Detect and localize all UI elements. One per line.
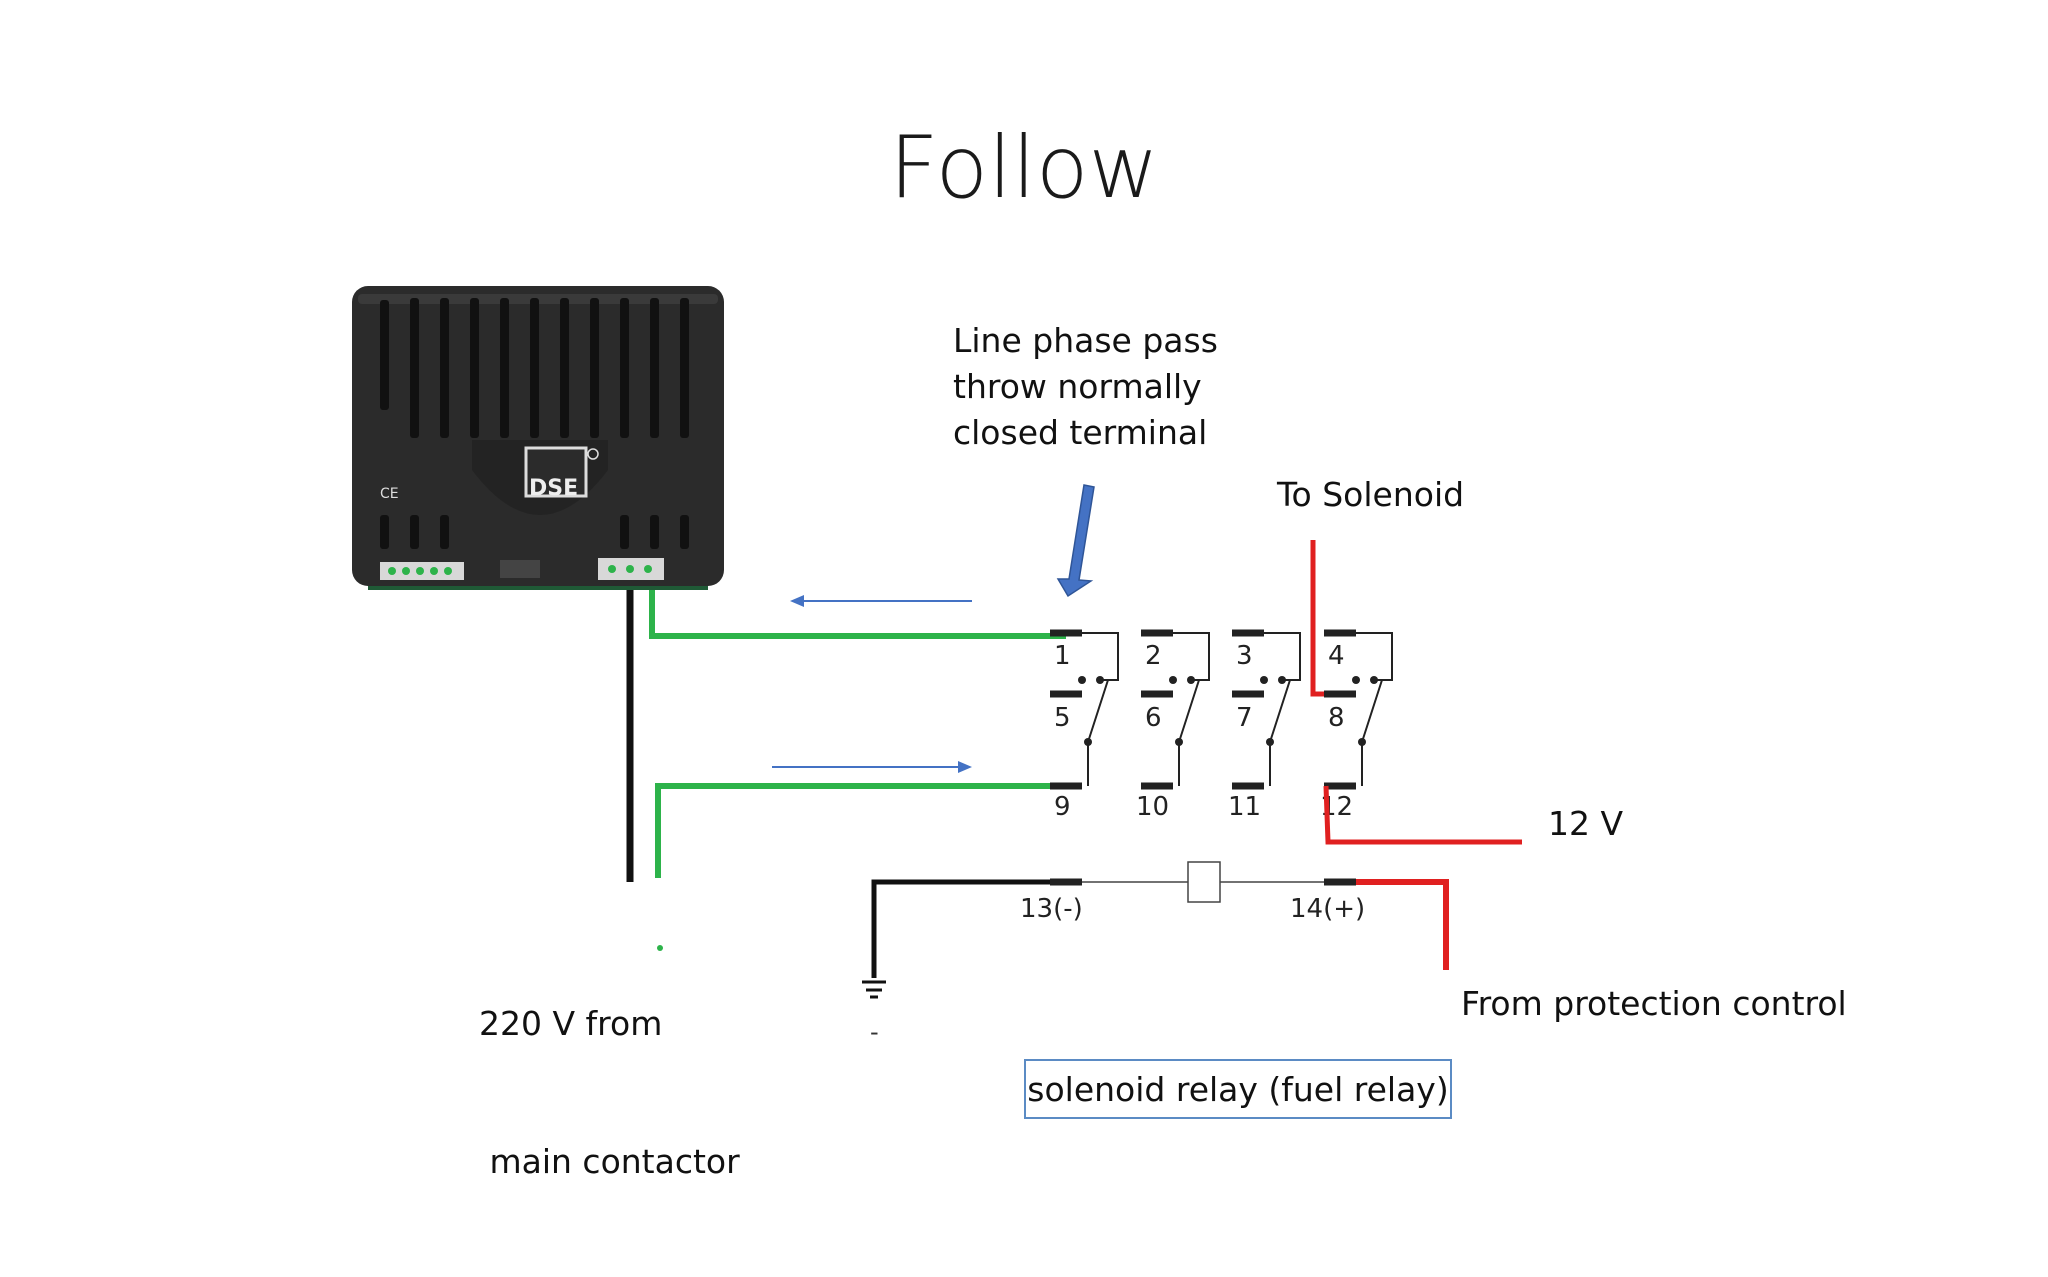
slide: Follow (352, 118, 1847, 1181)
terminal-label-10: 10 (1136, 792, 1169, 822)
terminal-label-6: 6 (1145, 703, 1162, 733)
ground-mark: - (870, 1018, 879, 1046)
dse-charger-module-icon: DSE CE (352, 286, 724, 590)
line-phase-note-line: Line phase pass (953, 321, 1218, 360)
twelve-volt-label: 12 V (1548, 804, 1624, 843)
brand-logo: DSE (529, 476, 578, 501)
relay-caption: solenoid relay (fuel relay) (1024, 1059, 1452, 1119)
terminal-label-9: 9 (1054, 792, 1071, 822)
terminal-label-11: 11 (1228, 792, 1261, 822)
red-wire-protection (1356, 879, 1449, 970)
red-wire-12v (1323, 785, 1522, 845)
supply-label: 220 V from main contactor (479, 909, 740, 1277)
supply-label-line: main contactor (479, 1142, 740, 1181)
terminal-label-8: 8 (1328, 703, 1345, 733)
terminal-label-5: 5 (1054, 703, 1071, 733)
terminal-label-7: 7 (1236, 703, 1253, 733)
coil-label-13: 13(-) (1020, 894, 1083, 924)
relay-coil (1050, 861, 1356, 903)
wiring-diagram: DSE CE (352, 286, 1522, 1046)
vent-slots (380, 298, 689, 549)
ce-mark: CE (380, 486, 399, 502)
dse-logo-box (524, 446, 588, 498)
line-phase-note-line: throw normally (953, 367, 1202, 406)
ground-icon (862, 879, 1050, 999)
to-solenoid-label: To Solenoid (1277, 475, 1465, 514)
pointer-arrow (1056, 484, 1095, 598)
supply-label-line: 220 V from (479, 1004, 663, 1043)
flow-arrow-right (772, 761, 972, 773)
relay-contacts (1050, 629, 1393, 790)
terminal-label-2: 2 (1145, 641, 1162, 671)
coil-label-14: 14(+) (1290, 894, 1365, 924)
green-wire-to-terminal-9 (655, 783, 1066, 878)
protection-control-label: From protection control (1461, 984, 1847, 1023)
terminal-label-3: 3 (1236, 641, 1253, 671)
line-phase-note: Line phase pass throw normally closed te… (953, 318, 1218, 456)
flow-arrow-left (790, 595, 972, 607)
line-phase-note-line: closed terminal (953, 413, 1208, 452)
terminal-label-4: 4 (1328, 641, 1345, 671)
slide-title: Follow (889, 118, 1159, 218)
red-wire-to-solenoid (1310, 540, 1324, 697)
green-wire-to-terminal-1 (649, 590, 1066, 639)
terminal-label-1: 1 (1054, 641, 1071, 671)
